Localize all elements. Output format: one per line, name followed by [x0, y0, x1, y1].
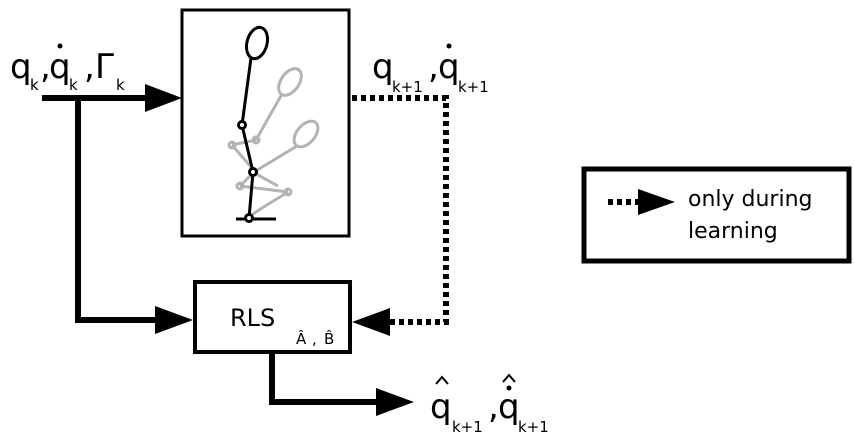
estimate-qdot-sub: k+1 [518, 418, 549, 434]
rls-output-arrow [269, 352, 414, 416]
input-qdot: q [49, 47, 71, 87]
estimate-label: q k+1 , q k+1 [430, 373, 549, 434]
legend-arrowhead [638, 189, 675, 215]
input-qdot-sub: k [69, 76, 78, 94]
estimate-q-sub: k+1 [452, 418, 483, 434]
input-sep-1: , [40, 47, 51, 87]
estimate-sep: , [488, 387, 499, 427]
input-gamma-sub: k [116, 76, 125, 94]
output-qdot: q [438, 47, 460, 87]
input-q: q [10, 47, 32, 87]
rls-sub-a: Â [296, 329, 307, 348]
input-qdot-dot [57, 43, 63, 49]
output-label: q k+1 , q k+1 [372, 43, 489, 96]
estimate-q: q [430, 387, 452, 427]
robot-box [180, 8, 351, 238]
legend-text-line2: learning [688, 219, 778, 244]
robot-current-pose [236, 25, 276, 223]
input-gamma: Γ [95, 47, 114, 87]
legend-text-line1: only during [688, 187, 813, 212]
estimate-qdot: q [498, 387, 520, 427]
estimate-q-hat [435, 375, 449, 385]
rls-sub-b: B̂ [324, 329, 334, 348]
output-sep: , [428, 47, 439, 87]
output-q: q [372, 47, 394, 87]
estimate-qdot-hat [502, 373, 516, 383]
legend-box [581, 166, 852, 264]
input-arrow [42, 84, 182, 112]
input-q-sub: k [30, 76, 39, 94]
input-sep-2: , [84, 47, 95, 87]
rls-label: RLS [230, 304, 275, 332]
rls-sub-sep: , [312, 330, 317, 348]
branch-to-rls-arrow [75, 98, 193, 334]
estimate-qdot-dot [506, 385, 512, 391]
legend: only during learning [581, 166, 852, 264]
input-label: q k , q k , Γ k [10, 43, 125, 94]
robot-ghost-poses [227, 67, 320, 218]
output-qdot-dot [446, 43, 452, 49]
learning-feedback-path [352, 95, 449, 336]
output-qdot-sub: k+1 [458, 78, 489, 96]
output-q-sub: k+1 [392, 78, 423, 96]
